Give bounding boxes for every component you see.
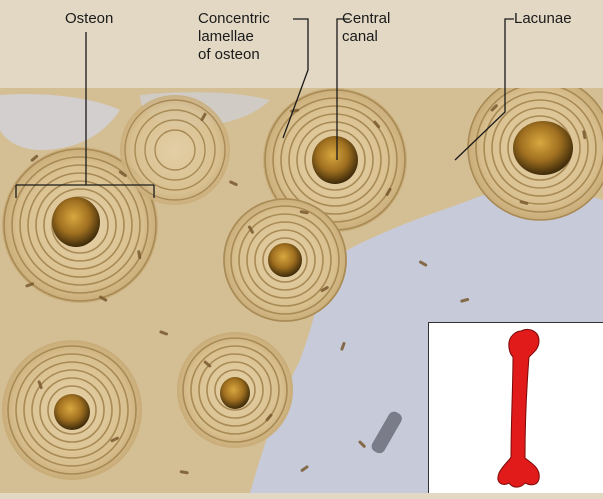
femur-bone-icon — [429, 323, 603, 494]
central-canal-label: Central canal — [342, 10, 390, 46]
lamellae-label-line-3: of osteon — [198, 46, 270, 64]
lamellae-label-line-2: lamellae — [198, 28, 270, 46]
canal-label-line-1: Central — [342, 10, 390, 28]
osteon-label: Osteon — [65, 10, 113, 28]
osteon-5 — [177, 332, 293, 448]
concentric-lamellae-label: Concentric lamellae of osteon — [198, 10, 270, 64]
osteon-4 — [223, 198, 347, 322]
canal-label-line-2: canal — [342, 28, 390, 46]
osteon-3 — [468, 76, 603, 220]
osteon-6 — [2, 340, 142, 480]
lacunae-label: Lacunae — [514, 10, 572, 28]
osteon-7 — [120, 95, 230, 205]
femur-inset — [428, 322, 603, 493]
lamellae-label-line-1: Concentric — [198, 10, 270, 28]
